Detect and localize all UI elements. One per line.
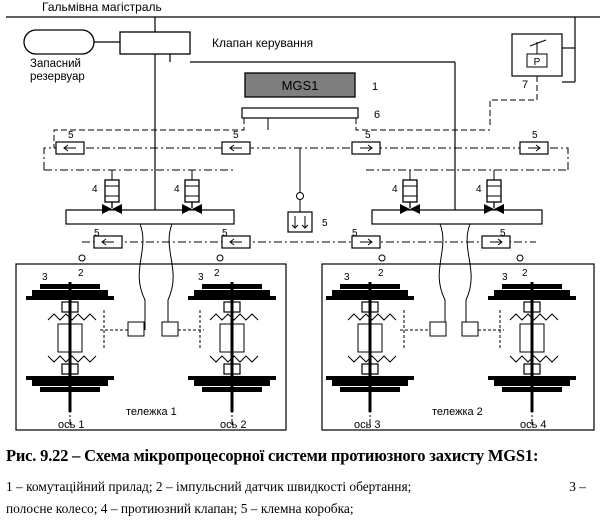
figure-caption-title: Рис. 9.22 – Схема мікропроцесорної систе… [6, 446, 539, 465]
mgs1-scheme-diagram: Гальмівна магістраль Запасний резервуар … [6, 0, 600, 431]
label-num-2-d: 2 [522, 268, 528, 279]
label-num-7: 7 [522, 79, 528, 91]
figure-legend: 1 – комутаційний прилад; 2 – імпульсний … [6, 476, 606, 520]
label-num-5-g: 5 [352, 228, 358, 239]
mgs1-label: MGS1 [282, 78, 319, 93]
central-junction-box [287, 211, 313, 233]
wheelset-axle-4 [486, 280, 578, 414]
manifold-right [371, 209, 543, 225]
antiskid-valve-3 [399, 179, 421, 215]
manifold-left [65, 209, 235, 225]
label-num-6: 6 [374, 109, 380, 121]
antiskid-valve-1 [101, 179, 123, 215]
main-line-label: Гальмівна магістраль [42, 0, 162, 14]
label-num-3-a: 3 [42, 272, 48, 283]
axle-1-label: ось 1 [58, 419, 85, 431]
brake-unit-1 [127, 321, 145, 337]
label-num-5-center: 5 [322, 218, 328, 229]
legend-line-1: 1 – комутаційний прилад; 2 – імпульсний … [6, 479, 412, 494]
label-num-4-b: 4 [174, 184, 180, 195]
terminal-bar-6 [241, 107, 359, 119]
control-valve-label: Клапан керування [212, 36, 313, 50]
label-num-5-b: 5 [233, 130, 239, 141]
label-num-4-a: 4 [92, 184, 98, 195]
speed-sensor-2 [216, 254, 224, 262]
speed-sensor-1 [78, 254, 86, 262]
label-num-3-c: 3 [344, 272, 350, 283]
axle-3-label: ось 3 [354, 419, 381, 431]
wheelset-axle-3 [324, 280, 416, 414]
wheelset-axle-2 [186, 280, 278, 414]
label-num-5-h: 5 [500, 228, 506, 239]
label-num-5-a: 5 [68, 130, 74, 141]
label-num-2-b: 2 [214, 268, 220, 279]
label-num-5-c: 5 [365, 130, 371, 141]
bogie-2-label: тележка 2 [432, 406, 483, 418]
brake-unit-3 [429, 321, 447, 337]
label-num-2-a: 2 [78, 268, 84, 279]
axle-2-label: ось 2 [220, 419, 247, 431]
reserve-tank-label-2: резервуар [30, 71, 85, 83]
bogie-1-label: тележка 1 [126, 406, 177, 418]
mgs1-unit [244, 72, 356, 98]
label-num-5-e: 5 [94, 228, 100, 239]
control-valve [119, 31, 191, 55]
label-num-3-b: 3 [198, 272, 204, 283]
bogie-1-frame [15, 263, 287, 431]
pressure-label: P [534, 57, 541, 68]
label-num-5-f: 5 [222, 228, 228, 239]
speed-sensor-4 [516, 254, 524, 262]
reserve-tank-label-1: Запасний [30, 58, 81, 70]
label-num-3-d: 3 [502, 272, 508, 283]
label-num-1: 1 [372, 81, 378, 93]
axle-4-label: ось 4 [520, 419, 547, 431]
label-num-2-c: 2 [378, 268, 384, 279]
signal-bus-upper [43, 147, 569, 170]
legend-line-1-tail: 3 – [569, 479, 586, 494]
wheelset-axle-1 [24, 280, 116, 414]
label-num-4-c: 4 [392, 184, 398, 195]
antiskid-valve-2 [181, 179, 203, 215]
legend-line-2: полосне колесо; 4 – протиюзний клапан; 5… [6, 501, 354, 516]
reserve-tank [23, 29, 95, 55]
label-num-5-d: 5 [532, 130, 538, 141]
label-num-4-d: 4 [476, 184, 482, 195]
bogie-2-frame [321, 263, 595, 431]
speed-sensor-3 [378, 254, 386, 262]
brake-unit-2 [161, 321, 179, 337]
brake-unit-4 [461, 321, 479, 337]
antiskid-valve-4 [483, 179, 505, 215]
